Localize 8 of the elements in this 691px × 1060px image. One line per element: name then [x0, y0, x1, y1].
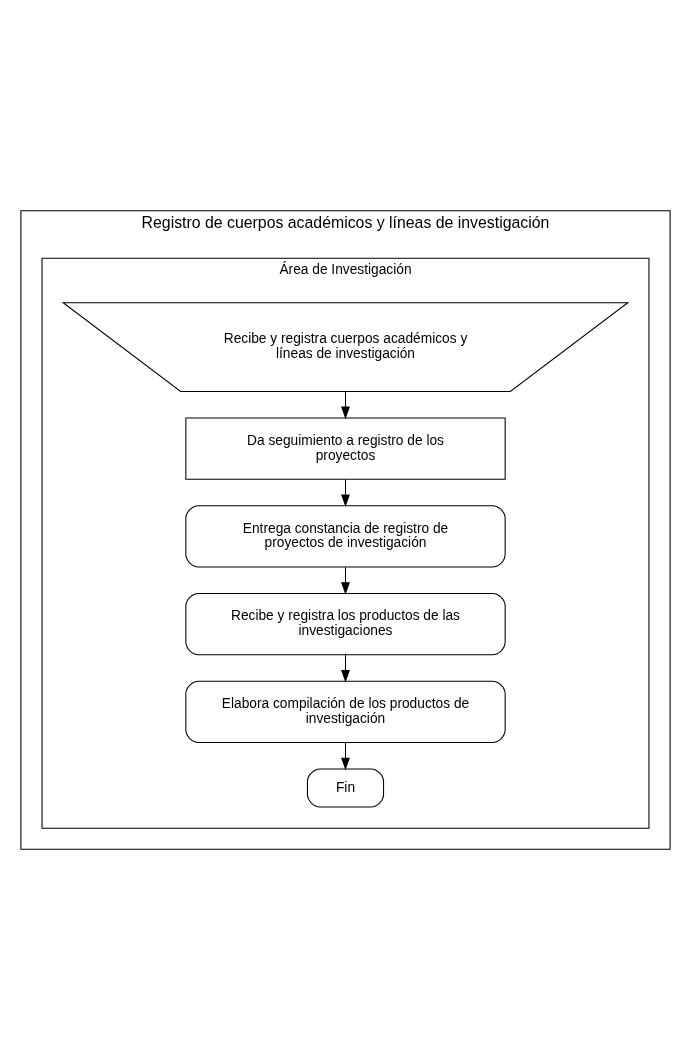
node-box: Da seguimiento a registro de los proyectos — [185, 417, 506, 480]
arrow — [341, 742, 350, 771]
node-box: Fin — [306, 768, 385, 808]
node-box: Recibe y registra los productos de las investigaciones — [185, 592, 506, 656]
node-box: Entrega constancia de registro de proyectos de investigación — [185, 505, 506, 568]
arrow — [341, 654, 350, 683]
node-box: Elabora compilación de los productos de investigación — [185, 680, 506, 744]
arrow — [341, 566, 350, 595]
